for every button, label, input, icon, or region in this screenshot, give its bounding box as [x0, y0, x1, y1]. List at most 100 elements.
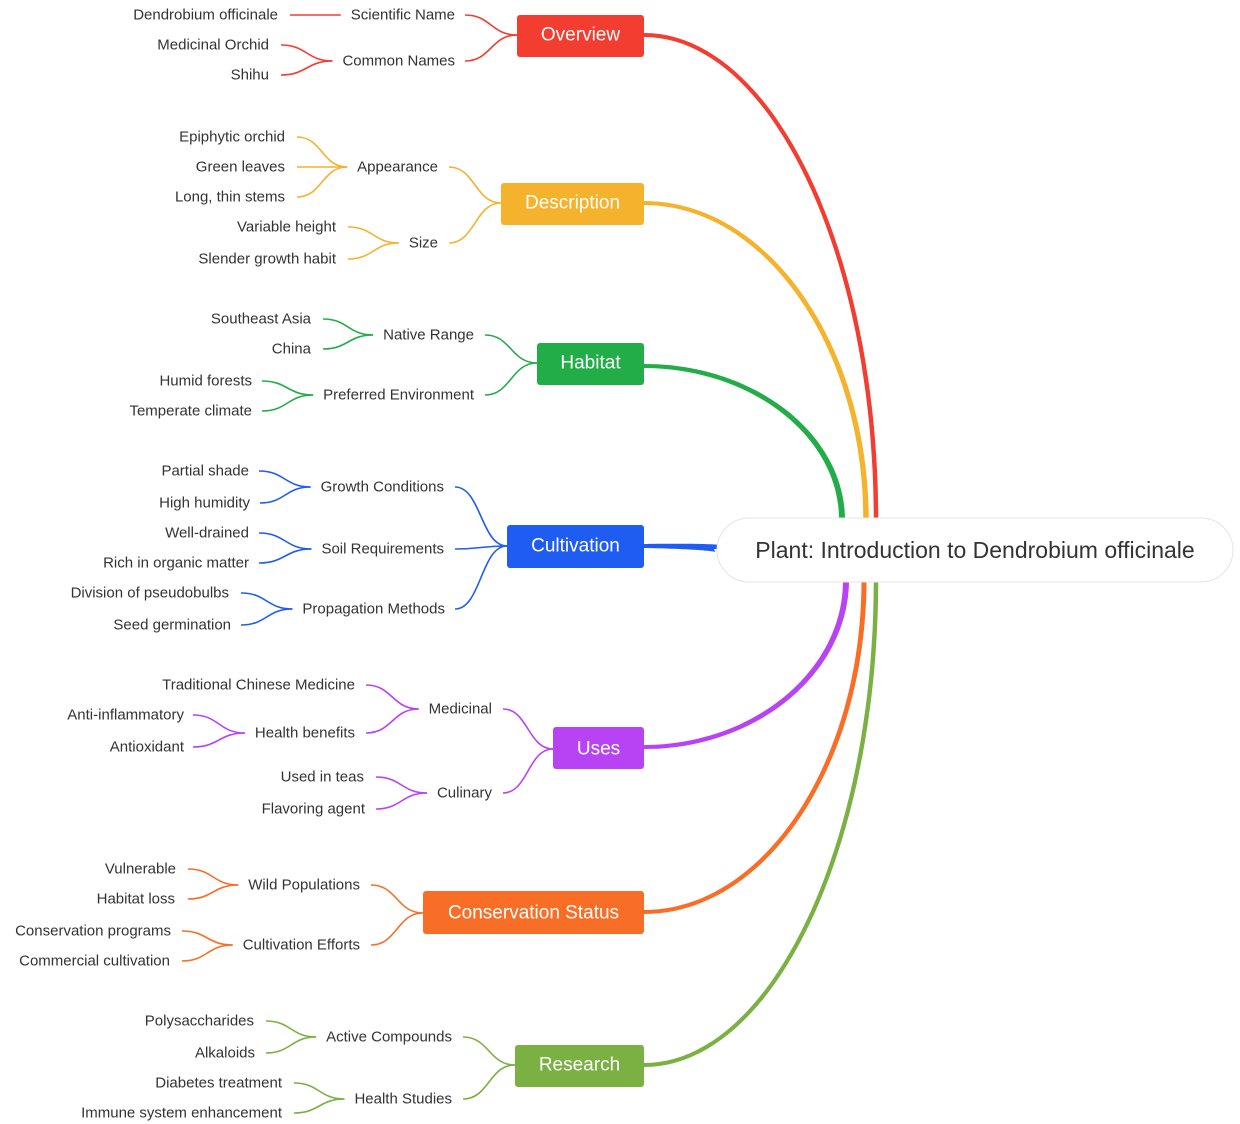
branch-connector-uses [644, 580, 849, 749]
leaf-node-china[interactable]: China [272, 341, 312, 358]
branch-node-conservation-status-label: Conservation Status [448, 903, 619, 924]
leaf-node-southeast-asia[interactable]: Southeast Asia [211, 311, 312, 328]
leaf-node-green-leaves[interactable]: Green leaves [196, 159, 285, 176]
connector-cultivation-soil-requirements [454, 545, 508, 550]
connector-health-studies-immune-system-enhancement [293, 1098, 345, 1114]
sub-node-native-range[interactable]: Native Range [383, 327, 474, 344]
connector-description-size [448, 202, 502, 244]
branch-node-description-label: Description [525, 193, 620, 214]
leaf-node-humid-forests[interactable]: Humid forests [159, 373, 252, 390]
leaf-node-high-humidity[interactable]: High humidity [159, 495, 250, 512]
connector-appearance-epiphytic-orchid [296, 136, 348, 168]
leaf-node-flavoring-agent[interactable]: Flavoring agent [262, 801, 366, 818]
leaf-node-conservation-programs[interactable]: Conservation programs [15, 923, 171, 940]
leaf-node-partial-shade[interactable]: Partial shade [161, 463, 249, 480]
leaf-node-alkaloids[interactable]: Alkaloids [195, 1045, 255, 1062]
branch-node-overview[interactable] [517, 15, 644, 57]
leaf-node-well-drained[interactable]: Well-drained [165, 525, 249, 542]
sub-node-health-benefits[interactable]: Health benefits [255, 725, 355, 742]
leaf-node-commercial-cultivation[interactable]: Commercial cultivation [19, 953, 170, 970]
branch-node-research[interactable] [515, 1045, 644, 1087]
connector-growth-conditions-partial-shade [258, 470, 311, 488]
leaf-node-vulnerable[interactable]: Vulnerable [105, 861, 176, 878]
connectors [181, 14, 879, 1114]
connector-overview-scientific-name [464, 14, 518, 36]
connector-preferred-environment-temperate-climate [261, 394, 314, 412]
branch-node-overview-label: Overview [541, 25, 620, 46]
leaf-node-anti-inflammatory[interactable]: Anti-inflammatory [67, 707, 184, 724]
connector-cultivation-propagation-methods [454, 545, 508, 610]
connector-health-benefits-anti-inflammatory [192, 714, 245, 734]
leaf-node-division-of-pseudobulbs[interactable]: Division of pseudobulbs [71, 585, 229, 602]
sub-node-active-compounds[interactable]: Active Compounds [326, 1029, 452, 1046]
connector-medicinal-health-benefits [365, 708, 419, 734]
connector-cultivation-efforts-commercial-cultivation [181, 944, 233, 962]
branch-node-cultivation[interactable] [507, 525, 644, 568]
leaf-node-used-in-teas[interactable]: Used in teas [281, 769, 364, 786]
leaf-node-long-thin-stems[interactable]: Long, thin stems [175, 189, 285, 206]
connector-common-names-shihu [280, 60, 333, 76]
branch-node-cultivation-label: Cultivation [531, 536, 620, 557]
connector-health-studies-diabetes-treatment [293, 1082, 345, 1100]
leaf-node-slender-growth-habit[interactable]: Slender growth habit [198, 251, 336, 268]
sub-node-preferred-environment[interactable]: Preferred Environment [323, 387, 475, 404]
leaf-node-rich-in-organic-matter[interactable]: Rich in organic matter [103, 555, 249, 572]
branch-connector-overview [644, 33, 879, 520]
sub-node-appearance[interactable]: Appearance [357, 159, 438, 176]
connector-growth-conditions-high-humidity [259, 486, 311, 504]
connector-native-range-china [322, 334, 374, 350]
leaf-node-variable-height[interactable]: Variable height [237, 219, 337, 236]
connector-propagation-methods-division-of-pseudobulbs [240, 592, 293, 610]
leaf-node-immune-system-enhancement[interactable]: Immune system enhancement [81, 1105, 283, 1122]
branch-node-habitat[interactable] [537, 343, 644, 385]
leaf-node-medicinal-orchid[interactable]: Medicinal Orchid [157, 37, 269, 54]
branch-node-research-label: Research [539, 1055, 620, 1076]
leaf-node-antioxidant[interactable]: Antioxidant [110, 739, 185, 756]
connector-research-health-studies [462, 1064, 516, 1100]
sub-node-soil-requirements[interactable]: Soil Requirements [321, 541, 444, 558]
branch-node-uses[interactable] [553, 727, 644, 769]
sub-node-health-studies[interactable]: Health Studies [354, 1091, 452, 1108]
leaf-node-seed-germination[interactable]: Seed germination [113, 617, 231, 634]
connector-native-range-southeast-asia [322, 318, 374, 336]
sub-node-common-names[interactable]: Common Names [342, 53, 455, 70]
sub-node-wild-populations[interactable]: Wild Populations [248, 877, 360, 894]
sub-node-traditional-chinese-medicine[interactable]: Traditional Chinese Medicine [162, 677, 355, 694]
connector-preferred-environment-humid-forests [261, 380, 314, 396]
sub-node-medicinal[interactable]: Medicinal [429, 701, 492, 718]
connector-soil-requirements-rich-in-organic-matter [258, 548, 312, 564]
connector-active-compounds-polysaccharides [265, 1020, 317, 1038]
connector-research-active-compounds [462, 1036, 516, 1066]
leaf-node-temperate-climate[interactable]: Temperate climate [129, 403, 252, 420]
branch-node-uses-label: Uses [577, 739, 620, 760]
branch-connector-habitat [644, 364, 845, 520]
sub-node-growth-conditions[interactable]: Growth Conditions [321, 479, 444, 496]
connector-culinary-used-in-teas [375, 776, 427, 794]
connector-propagation-methods-seed-germination [240, 608, 293, 626]
leaf-node-polysaccharides[interactable]: Polysaccharides [145, 1013, 254, 1030]
root-node-label: Plant: Introduction to Dendrobium offici… [755, 537, 1194, 563]
connector-health-benefits-antioxidant [192, 732, 245, 748]
connector-overview-common-names [464, 34, 518, 62]
sub-node-size[interactable]: Size [409, 235, 438, 252]
sub-node-propagation-methods[interactable]: Propagation Methods [302, 601, 445, 618]
sub-node-cultivation-efforts[interactable]: Cultivation Efforts [243, 937, 360, 954]
leaf-node-shihu[interactable]: Shihu [231, 67, 269, 84]
connector-soil-requirements-well-drained [258, 532, 312, 550]
root-node[interactable] [716, 517, 1234, 583]
branch-node-conservation-status[interactable] [423, 891, 644, 934]
sub-node-scientific-name[interactable]: Scientific Name [351, 7, 455, 24]
branch-connector-research [644, 580, 879, 1067]
connector-habitat-native-range [484, 334, 538, 364]
leaf-node-dendrobium-officinale[interactable]: Dendrobium officinale [133, 7, 278, 24]
connector-medicinal-traditional-chinese-medicine [365, 684, 419, 710]
leaf-node-diabetes-treatment[interactable]: Diabetes treatment [155, 1075, 283, 1092]
connector-cultivation-efforts-conservation-programs [181, 930, 233, 946]
connector-description-appearance [448, 166, 502, 204]
leaf-node-habitat-loss[interactable]: Habitat loss [97, 891, 175, 908]
connector-uses-medicinal [502, 708, 554, 750]
branch-node-description[interactable] [501, 183, 644, 225]
sub-node-culinary[interactable]: Culinary [437, 785, 493, 802]
connector-size-variable-height [347, 226, 399, 244]
leaf-node-epiphytic-orchid[interactable]: Epiphytic orchid [179, 129, 285, 146]
